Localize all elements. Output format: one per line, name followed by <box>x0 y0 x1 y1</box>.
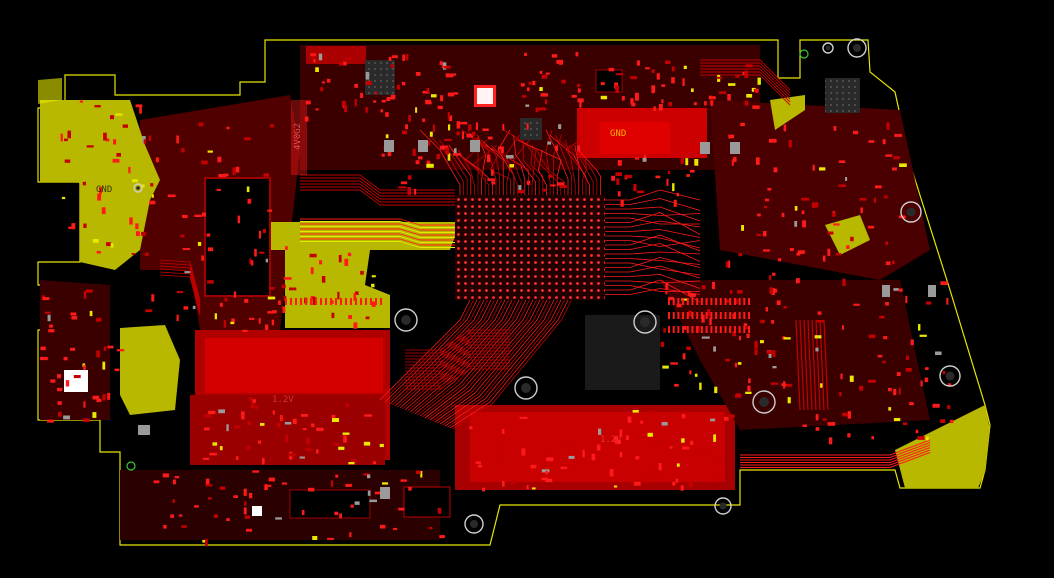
smd-pads <box>40 52 954 547</box>
mounting-hole-icon <box>714 497 732 515</box>
mounting-holes <box>133 38 961 534</box>
mounting-hole-icon <box>394 308 418 332</box>
silk-label-pwr-right: 1.2V <box>600 435 622 445</box>
mounting-hole-icon <box>514 376 538 400</box>
mounting-hole-icon <box>633 310 657 334</box>
mounting-hole-icon <box>900 201 922 223</box>
silk-labels: GND GND 4V0G2 1.2V 1.2V <box>96 123 626 445</box>
traces <box>159 59 931 468</box>
bga-chip-icon <box>455 195 605 300</box>
mounting-hole-icon <box>939 365 961 387</box>
silk-label-gnd-top: GND <box>610 129 626 139</box>
mounting-hole-icon <box>464 514 484 534</box>
ic-pads <box>64 85 496 516</box>
silk-label-pwr-left: 1.2V <box>272 395 294 405</box>
silk-label-gnd-left: GND <box>96 185 112 195</box>
mounting-hole-icon <box>133 183 143 193</box>
fiducial-icon <box>126 49 809 471</box>
mounting-hole-icon <box>752 390 776 414</box>
inner-layer-regions <box>38 78 990 488</box>
silk-label-v: 4V0G2 <box>293 123 303 150</box>
mounting-hole-icon <box>847 38 867 58</box>
mounting-hole-icon <box>822 42 834 54</box>
thermal-pads <box>138 140 936 499</box>
component-footprints <box>204 60 860 519</box>
